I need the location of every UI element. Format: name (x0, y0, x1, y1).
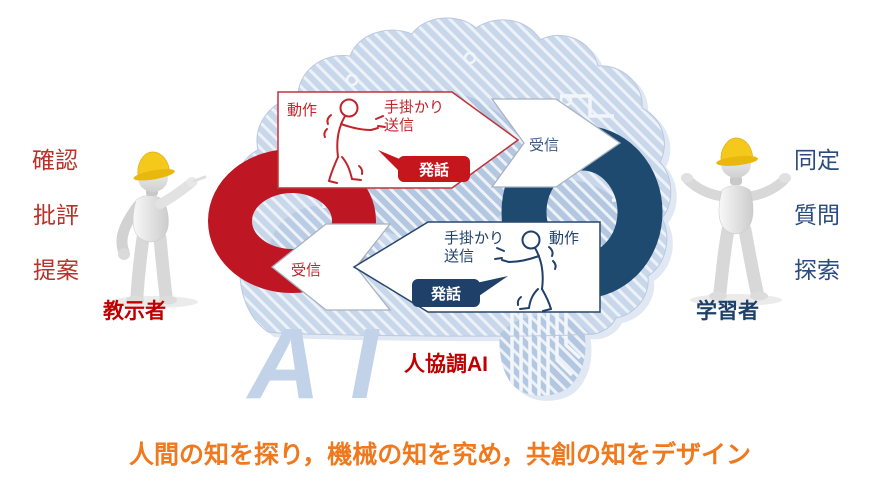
learner-speech-tail (476, 276, 508, 298)
teacher-figure (110, 151, 207, 308)
teacher-keyword-2: 批評 (33, 202, 79, 228)
learner-left-arm (683, 175, 725, 201)
teacher-label: 教示者 (103, 300, 166, 323)
teacher-gesture-figure (323, 98, 386, 184)
ai-background-letters: AI (245, 308, 408, 420)
bottom-cue-label-line2: 送信 (444, 248, 475, 265)
top-speech-badge: 発話 (398, 156, 470, 182)
bottom-speech-badge: 発話 (412, 279, 480, 307)
top-action-label: 動作 (287, 102, 318, 119)
pointing-finger (192, 175, 207, 183)
learner-right-arm (747, 175, 789, 201)
teacher-helmet (133, 151, 175, 181)
bottom-receive-label: 受信 (291, 262, 322, 279)
learner-gesture-figure (494, 230, 557, 312)
learner-keyword-2: 質問 (794, 202, 840, 228)
teacher-keyword-3: 提案 (33, 257, 79, 283)
learner-keyword-1: 同定 (794, 147, 840, 173)
learner-helmet (716, 137, 758, 166)
top-cue-label-line1: 手掛かり (384, 99, 445, 116)
learner-figure (681, 137, 791, 306)
teacher-speech-tail (378, 150, 402, 174)
bottom-action-label: 動作 (549, 230, 580, 247)
learner-label: 学習者 (696, 300, 759, 323)
bottom-cue-label-line1: 手掛かり (444, 230, 505, 247)
teacher-keyword-1: 確認 (32, 147, 78, 173)
top-cue-label-line2: 送信 (384, 117, 415, 134)
tagline: 人間の知を探り，機械の知を究め，共創の知をデザイン (128, 441, 751, 469)
learner-receive-chevron (490, 98, 622, 188)
learner-keyword-3: 探索 (794, 257, 840, 283)
human-collaborative-ai-label: 人協調AI (404, 353, 488, 376)
top-receive-label: 受信 (529, 137, 560, 154)
